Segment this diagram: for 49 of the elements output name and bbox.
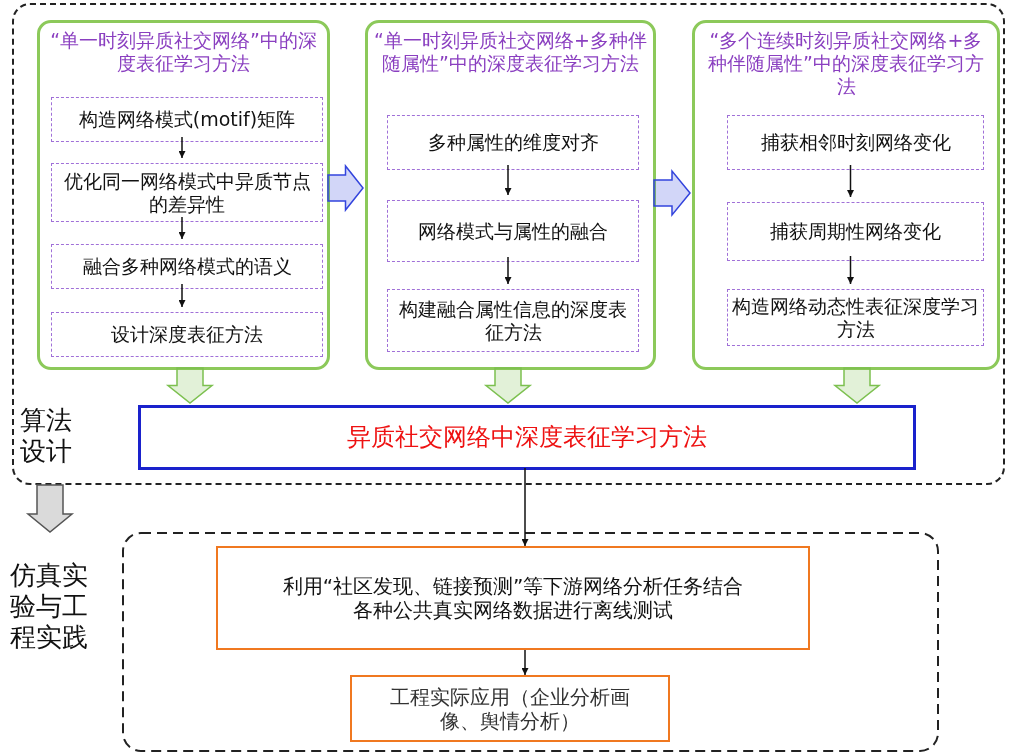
step-box (387, 200, 639, 262)
block-arrow (327, 163, 364, 213)
process-box (350, 675, 670, 742)
region-label: 仿真实验与工程实践 (10, 560, 89, 654)
step-text: 构造网络模式(motif)矩阵 (77, 108, 297, 131)
step-box (51, 312, 323, 357)
arrow (504, 256, 512, 285)
arrow (847, 164, 854, 198)
step-text: 融合多种网络模式的语义 (81, 255, 293, 278)
process-text: 工程实际应用（企业分析画像、舆情分析） (389, 684, 631, 733)
arrow (178, 136, 186, 159)
step-text: 构建融合属性信息的深度表征方法 (398, 297, 628, 344)
block-arrow (483, 367, 533, 404)
result-box (138, 405, 916, 470)
block-arrow (653, 168, 691, 218)
step-box (387, 115, 639, 170)
step-box (387, 289, 639, 352)
step-text: 捕获相邻时刻网络变化 (759, 131, 952, 154)
arrow (504, 164, 512, 196)
process-box (216, 546, 810, 650)
block-arrow (165, 367, 215, 404)
step-text: 捕获周期性网络变化 (769, 220, 942, 243)
panel-title: “单一时刻异质社交网络+多种伴随属性”中的深度表征学习方法 (374, 29, 647, 75)
dashed-region (12, 3, 1005, 485)
panel-title: “单一时刻异质社交网络”中的深度表征学习方法 (49, 29, 318, 75)
result-text: 异质社交网络中深度表征学习方法 (347, 423, 707, 452)
step-text: 设计深度表征方法 (110, 323, 264, 346)
method-panel (692, 20, 1000, 370)
step-box (727, 115, 984, 170)
arrow (178, 216, 186, 240)
block-arrow (832, 367, 882, 404)
arrow (178, 283, 186, 308)
step-text: 多种属性的维度对齐 (426, 131, 600, 154)
arrow (521, 467, 529, 547)
region-label: 算法设计 (20, 405, 73, 468)
step-text: 网络模式与属性的融合 (417, 219, 609, 243)
step-box (51, 163, 323, 222)
block-arrow (25, 484, 75, 533)
step-box (727, 202, 984, 261)
arrow (847, 255, 854, 285)
arrow (521, 649, 529, 676)
process-text: 利用“社区发现、链接预测”等下游网络分析任务结合各种公共真实网络数据进行离线测试 (281, 574, 745, 622)
method-panel (365, 20, 656, 370)
step-box (51, 244, 323, 289)
step-box (51, 97, 323, 142)
panel-title: “多个连续时刻异质社交网络+多种伴随属性”中的深度表征学习方法 (707, 29, 985, 98)
step-text: 优化同一网络模式中异质节点的差异性 (62, 169, 312, 216)
method-panel (37, 20, 330, 370)
step-text: 构造网络动态性表征深度学习方法 (731, 294, 980, 341)
